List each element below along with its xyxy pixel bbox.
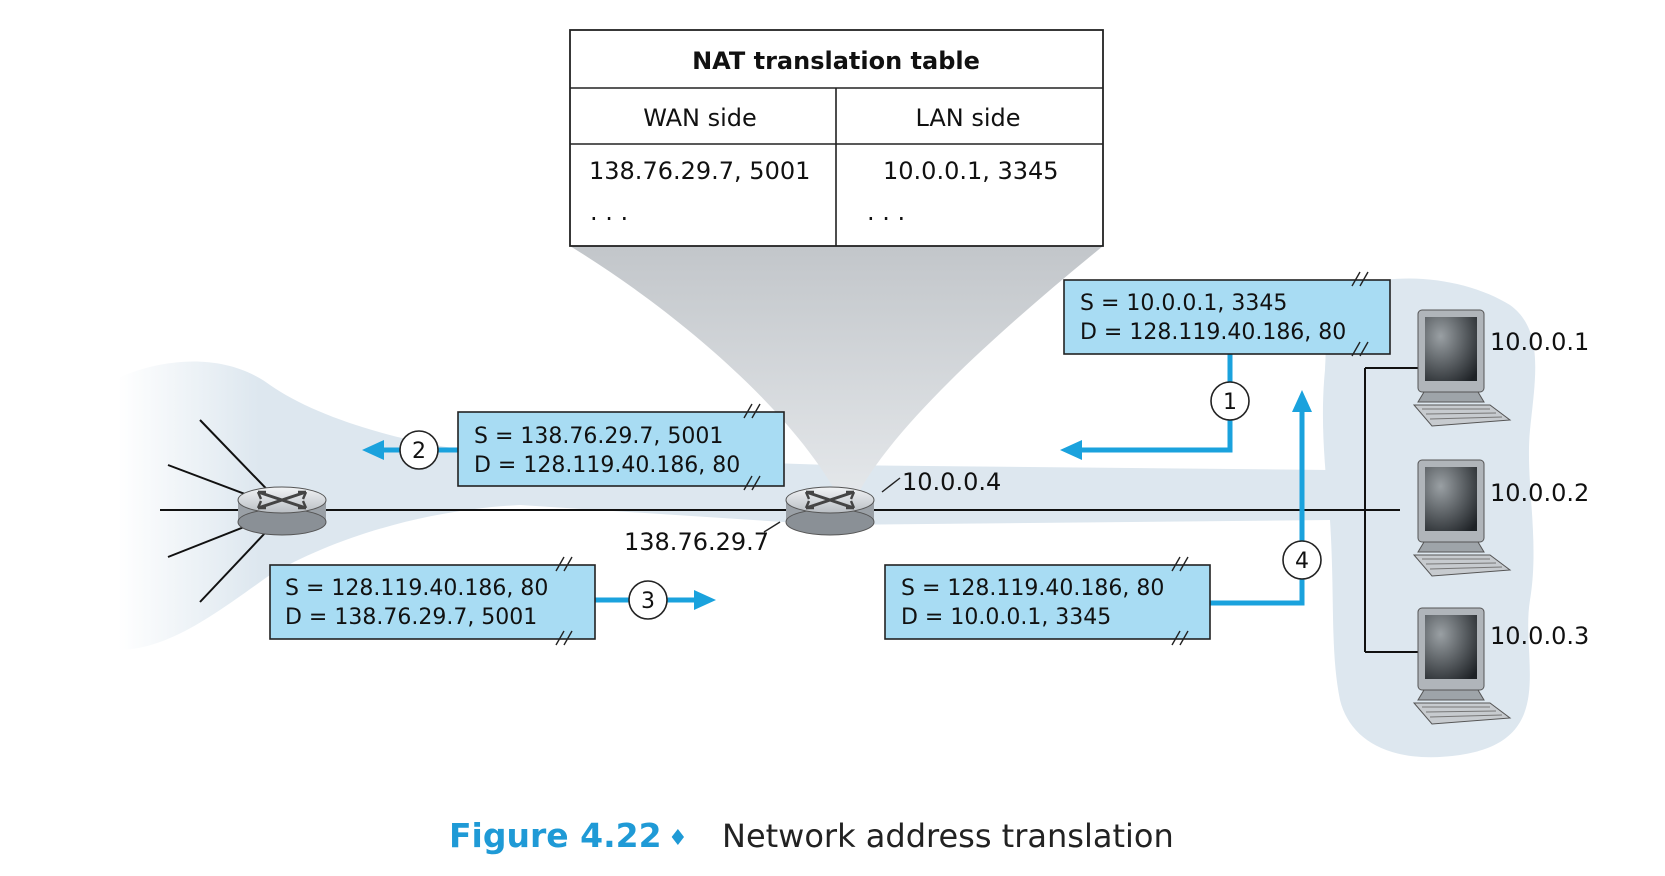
wan-side-header: WAN side — [643, 104, 757, 132]
packet-1-destination: D = 128.119.40.186, 80 — [1080, 320, 1346, 345]
lan-bus — [1364, 367, 1418, 653]
table-title: NAT translation table — [692, 47, 980, 75]
table-row-wan: 138.76.29.7, 5001 — [589, 157, 810, 185]
table-row-lan: 10.0.0.1, 3345 — [883, 157, 1059, 185]
lan-side-header: LAN side — [915, 104, 1020, 132]
packet-3-destination: D = 138.76.29.7, 5001 — [285, 605, 537, 630]
packet-3: S = 128.119.40.186, 80 D = 138.76.29.7, … — [269, 556, 596, 646]
step-2-marker: 2 — [399, 430, 439, 470]
step-4-marker: 4 — [1282, 540, 1322, 580]
packet-2-destination: D = 128.119.40.186, 80 — [474, 453, 740, 478]
host-ip-3: 10.0.0.3 — [1490, 622, 1589, 650]
nat-lan-ip: 10.0.0.4 — [902, 468, 1001, 496]
flow-arrow-4 — [1210, 390, 1312, 606]
packet-4-destination: D = 10.0.0.1, 3345 — [901, 605, 1111, 630]
nat-translation-table: NAT translation table WAN side LAN side … — [569, 29, 1104, 247]
flow-arrow-1 — [1060, 352, 1233, 460]
caption-diamond: ♦ — [668, 826, 688, 851]
table-ellipsis-lan: . . . — [867, 198, 905, 226]
packet-3-source: S = 128.119.40.186, 80 — [285, 576, 548, 601]
nat-router-icon — [785, 486, 875, 536]
caption-number: Figure 4.22 — [449, 816, 662, 855]
packet-1: S = 10.0.0.1, 3345 D = 128.119.40.186, 8… — [1063, 271, 1391, 357]
nat-wan-ip: 138.76.29.7 — [624, 528, 769, 556]
figure-caption: Figure 4.22 ♦ Network address translatio… — [449, 816, 1174, 855]
packet-2: S = 138.76.29.7, 5001 D = 128.119.40.186… — [457, 403, 785, 491]
table-cone — [570, 246, 1103, 507]
step-3-marker: 3 — [628, 580, 668, 620]
packet-4-source: S = 128.119.40.186, 80 — [901, 576, 1164, 601]
table-ellipsis-wan: . . . — [590, 198, 628, 226]
svg-text:2: 2 — [412, 439, 426, 464]
packet-1-source: S = 10.0.0.1, 3345 — [1080, 291, 1287, 316]
caption-text: Network address translation — [722, 817, 1174, 855]
internet-router-icon — [237, 486, 327, 536]
step-1-marker: 1 — [1210, 381, 1250, 421]
host-ip-2: 10.0.0.2 — [1490, 479, 1589, 507]
host-computer-icon — [1412, 309, 1512, 427]
host-computer-icon — [1412, 607, 1512, 725]
svg-text:1: 1 — [1223, 390, 1237, 415]
host-computer-icon — [1412, 459, 1512, 577]
host-ip-1: 10.0.0.1 — [1490, 328, 1589, 356]
svg-text:3: 3 — [641, 589, 655, 614]
packet-2-source: S = 138.76.29.7, 5001 — [474, 424, 723, 449]
svg-text:4: 4 — [1295, 549, 1309, 574]
packet-4: S = 128.119.40.186, 80 D = 10.0.0.1, 334… — [884, 556, 1211, 646]
